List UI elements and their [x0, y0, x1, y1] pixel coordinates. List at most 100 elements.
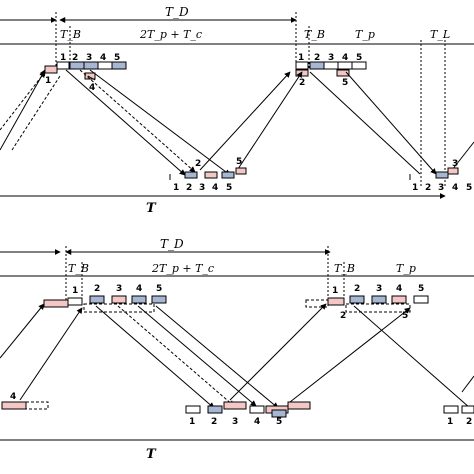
bottom-panel: T_D T_B 2T_p + T_c T_B T_p 1 2 3 4 5 1 2…: [0, 237, 474, 462]
top-rb-box-1: [435, 171, 449, 179]
top-diag-12: [451, 141, 474, 171]
top-rb-num-3: 3: [438, 183, 444, 193]
bottom-b-num-2: 2: [354, 284, 360, 294]
bottom-ra-box-4: [249, 405, 265, 414]
top-rb-num-4: 4: [452, 183, 458, 193]
top-b-box-1: [295, 61, 309, 70]
top-a-num-1: 1: [60, 53, 66, 63]
bottom-tb-left-label: T_B: [68, 262, 89, 275]
bottom-a-box-4: [131, 295, 147, 304]
top-a-box-5: [111, 61, 127, 70]
bottom-diag-3: [95, 305, 215, 409]
bottom-b-flag-5: 5: [402, 311, 408, 321]
top-tp-label: T_p: [355, 28, 375, 41]
bottom-a-num-1: 1: [72, 286, 78, 296]
bottom-a-dashed-frame: [83, 303, 155, 313]
top-a-num-5: 5: [114, 53, 120, 63]
bottom-diag-5: [137, 305, 257, 407]
top-diag-9: [235, 71, 303, 173]
top-td-label: T_D: [165, 5, 189, 19]
bottom-diag-10: [461, 375, 474, 393]
top-rb-flag-3: 3: [452, 159, 458, 169]
top-a-box-4: [97, 61, 113, 70]
bottom-diag-8: [289, 307, 411, 403]
bottom-diag-2: [19, 307, 83, 401]
top-a-flag-box-2: [84, 72, 96, 80]
bottom-b-box-4: [391, 295, 407, 304]
top-b-num-4: 4: [342, 53, 348, 63]
top-b-flag-box-5: [336, 69, 350, 77]
bottom-tb-right-label: T_B: [334, 262, 355, 275]
top-b-box-3: [323, 61, 339, 70]
top-ra-box-2: [204, 171, 218, 179]
bottom-a-num-4: 4: [136, 284, 142, 294]
top-rb-num-2: 2: [425, 183, 431, 193]
bottom-ra-box-7: [287, 401, 311, 410]
top-diag-6: [89, 69, 231, 176]
bottom-a-num-2: 2: [94, 284, 100, 294]
bottom-tp-label: T_p: [396, 262, 416, 275]
bottom-a-box-1: [67, 297, 83, 306]
top-diag-5: [79, 69, 196, 173]
bottom-left-flag-box: [1, 401, 27, 410]
bottom-ra-num-4: 4: [254, 417, 260, 427]
bottom-b-box-2: [349, 295, 365, 304]
bottom-ra-num-3: 3: [232, 417, 238, 427]
bottom-diag-6: [155, 305, 279, 409]
top-ra-box-3: [221, 171, 235, 179]
top-ra-num-5: 5: [226, 183, 232, 193]
bottom-b-num-4: 4: [396, 284, 402, 294]
top-diag-8: [199, 71, 291, 171]
bottom-td-label: T_D: [160, 237, 184, 251]
bottom-b-num-1: 1: [332, 286, 338, 296]
bottom-ra-box-3: [223, 401, 247, 410]
bottom-a-num-3: 3: [116, 284, 122, 294]
top-tb-right-label: T_B: [304, 28, 325, 41]
bottom-a-box-2: [89, 295, 105, 304]
bottom-rb-num-1: 1: [447, 417, 453, 427]
top-diag-2: [0, 71, 46, 131]
top-b-box-5: [351, 61, 367, 70]
bottom-rb-box-1: [443, 405, 459, 414]
bottom-2tp-tc-label: 2T_p + T_c: [151, 262, 214, 275]
top-a-flag-box: [44, 65, 58, 74]
top-ra-num-2: 2: [186, 183, 192, 193]
top-b-num-1: 1: [298, 53, 304, 63]
top-a-box-3: [83, 61, 99, 70]
bottom-diag-9: [353, 305, 471, 409]
bottom-rb-box-2: [461, 405, 474, 414]
top-a-flag-1: 1: [45, 76, 51, 86]
top-b-flag-2: 2: [299, 78, 305, 88]
top-diag-4: [65, 69, 186, 176]
bottom-left-dashed: [25, 401, 49, 410]
top-b-flag-box-2: [295, 69, 309, 77]
top-tl-label: T_L: [430, 28, 450, 41]
bottom-a-box-3: [111, 295, 127, 304]
top-diag-10: [345, 71, 437, 175]
top-a-box-2: [69, 61, 85, 70]
bottom-a-flag-box: [43, 299, 69, 308]
bottom-b-box-1: [327, 297, 345, 306]
top-b-num-5: 5: [356, 53, 362, 63]
top-a-num-4: 4: [100, 53, 106, 63]
top-b-num-3: 3: [328, 53, 334, 63]
top-rb-num-5: 5: [466, 183, 472, 193]
bottom-a-num-5: 5: [156, 284, 162, 294]
bottom-b-box-3: [371, 295, 387, 304]
top-period-label: T: [146, 201, 157, 216]
top-a-flag-4: 4: [89, 83, 95, 93]
top-diag-7: [87, 75, 96, 81]
top-ra-num-4: 4: [212, 183, 218, 193]
top-ra-flag-5: 5: [236, 157, 242, 167]
bottom-ra-num-2: 2: [211, 417, 217, 427]
top-diag-1: [0, 69, 46, 151]
top-diag-3: [11, 75, 61, 151]
top-ra-box-4: [235, 167, 247, 175]
top-rb-num-1: 1: [412, 183, 418, 193]
bottom-diag-1: [0, 303, 45, 359]
top-diag-11: [309, 71, 421, 175]
top-2tp-tc-label: 2T_p + T_c: [139, 28, 202, 41]
bottom-ra-box-2: [207, 405, 223, 414]
bottom-a-box-5: [151, 295, 167, 304]
bottom-left-flag-num: 4: [10, 392, 16, 402]
